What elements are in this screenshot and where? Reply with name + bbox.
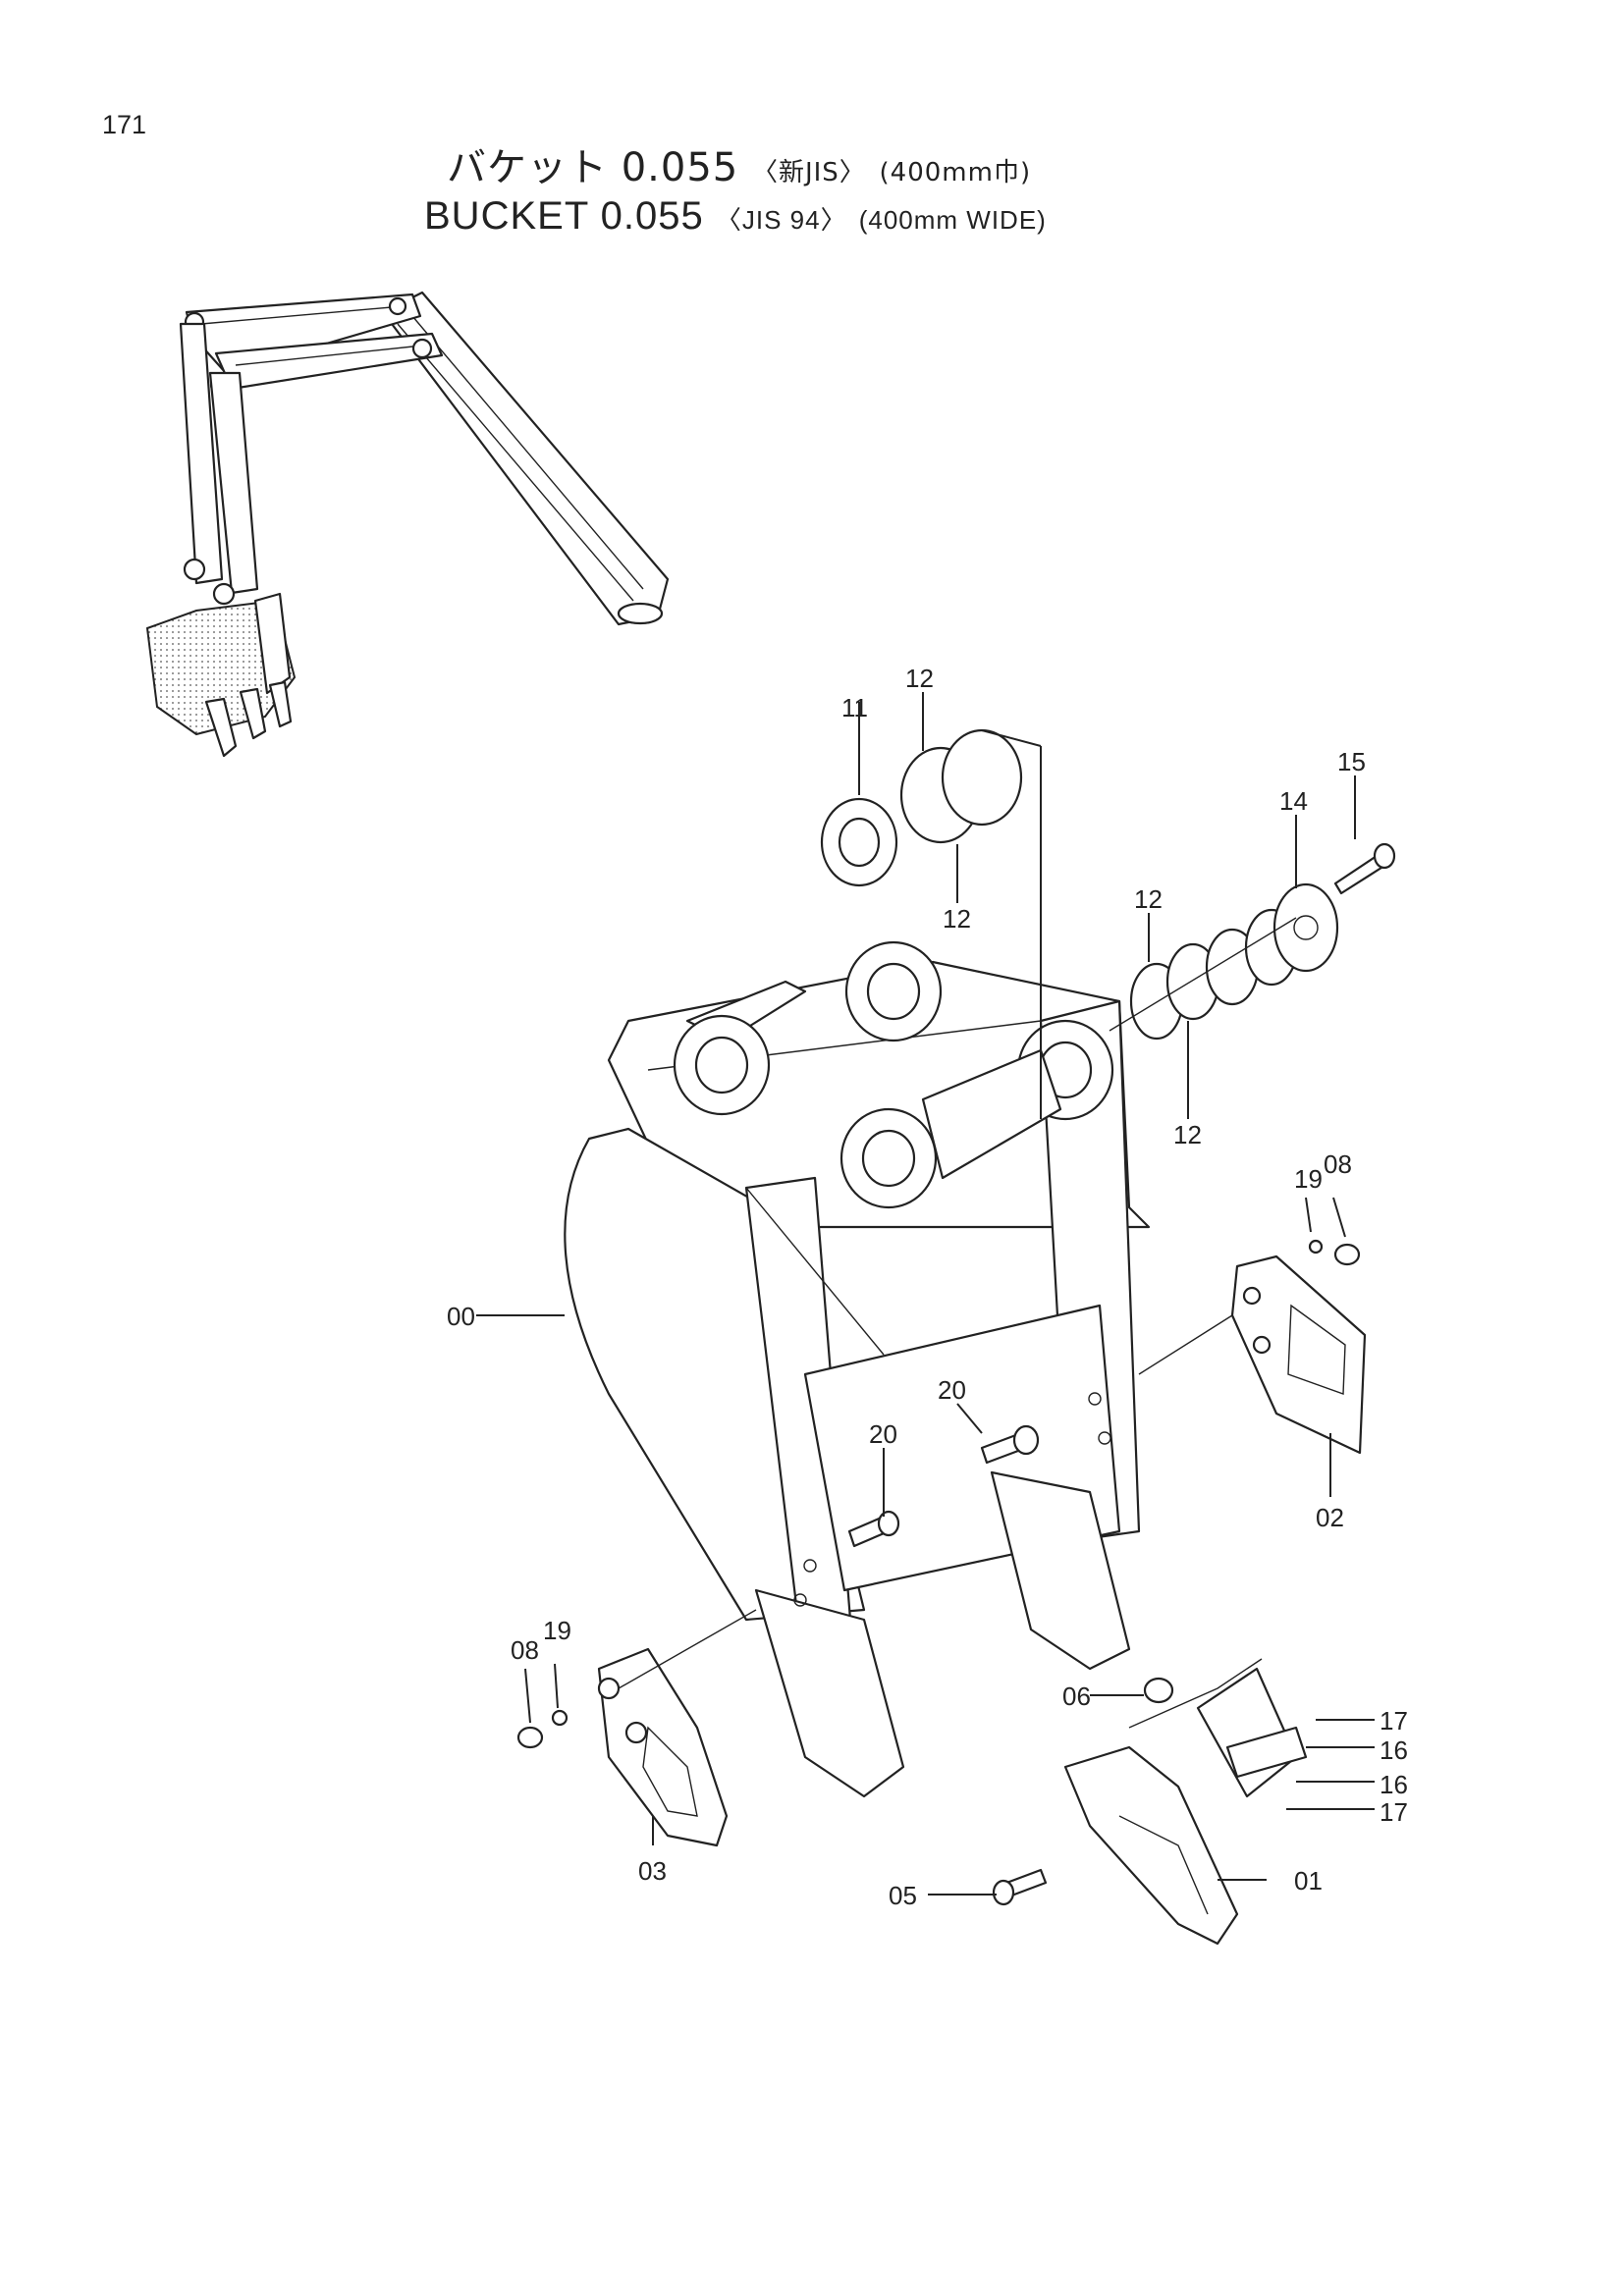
- callout-12-top: 12: [905, 664, 934, 693]
- title-english: BUCKET 0.055 〈JIS 94〉 (400mm WIDE): [424, 194, 1047, 239]
- callout-16-upper: 16: [1380, 1735, 1408, 1765]
- callout-12-right-lower: 12: [1173, 1120, 1202, 1149]
- leader-lines: [476, 692, 1375, 1896]
- tooth-assembly: [992, 1658, 1308, 1946]
- callout-05: 05: [889, 1881, 917, 1910]
- side-cutter-right: [1138, 1239, 1367, 1455]
- excavator-arm-illustration: [145, 291, 670, 758]
- title-en-main: BUCKET 0.055: [424, 194, 704, 238]
- callout-03: 03: [638, 1856, 667, 1886]
- callout-16-lower: 16: [1380, 1770, 1408, 1799]
- page-number: 171: [102, 110, 147, 139]
- title-en-qualifier: 〈JIS 94〉: [715, 205, 847, 235]
- callout-19-right: 19: [1294, 1164, 1323, 1194]
- callout-08-right: 08: [1324, 1149, 1352, 1179]
- callout-20-right: 20: [938, 1375, 966, 1405]
- title-en-width: (400mm WIDE): [858, 205, 1047, 235]
- title-jp-qualifier: 〈新JIS〉: [751, 158, 866, 187]
- callout-14: 14: [1279, 786, 1308, 816]
- callout-17-upper: 17: [1380, 1706, 1408, 1735]
- bushing-and-shims: [820, 728, 1396, 1119]
- side-cutter-left: [516, 1609, 757, 1847]
- callout-15: 15: [1337, 747, 1366, 776]
- title-jp-main: バケット 0.055: [447, 145, 739, 190]
- callout-08-left: 08: [511, 1635, 539, 1665]
- callout-17-lower: 17: [1380, 1797, 1408, 1827]
- callout-12-below-shims: 12: [943, 904, 971, 934]
- callout-11: 11: [841, 693, 868, 722]
- callout-01: 01: [1294, 1866, 1323, 1896]
- title-japanese: バケット 0.055 〈新JIS〉 (400mm巾): [447, 135, 1031, 192]
- callout-02: 02: [1316, 1503, 1344, 1532]
- callout-12-right-upper: 12: [1134, 884, 1163, 914]
- callout-19-left: 19: [543, 1616, 571, 1645]
- bucket-body: [564, 940, 1151, 1798]
- callout-06: 06: [1062, 1682, 1091, 1711]
- callout-20-left: 20: [869, 1419, 897, 1449]
- callout-labels: 00 01 02 03 05 06 08 08 11 12 12 12 12 1…: [447, 664, 1408, 1910]
- callout-00: 00: [447, 1302, 475, 1331]
- title-jp-width: (400mm巾): [879, 158, 1032, 187]
- bolts: [847, 1424, 1040, 1548]
